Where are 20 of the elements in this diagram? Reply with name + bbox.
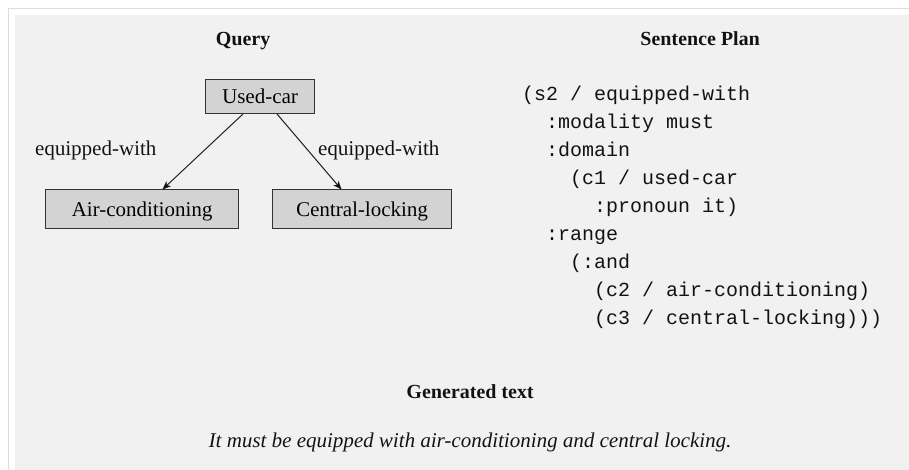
code-line: (c2 / air-conditioning) (594, 280, 870, 304)
code-line: :modality must (546, 112, 714, 136)
edge-label: equipped-with (318, 136, 440, 162)
code-line: (c1 / used-car (570, 168, 738, 192)
arrow (276, 114, 342, 190)
section-heading: Sentence Plan (640, 27, 760, 51)
generated-sentence: It must be equipped with air-conditioning and central locking. (208, 428, 732, 454)
concept-box: Central-locking (272, 189, 452, 229)
edge-label: equipped-with (35, 136, 156, 162)
code-line: :domain (546, 140, 630, 164)
code-line: :range (546, 224, 618, 248)
section-heading: Generated text (406, 380, 534, 404)
code-line: (:and (570, 252, 630, 276)
concept-box: Air-conditioning (45, 189, 239, 229)
section-heading: Query (216, 27, 270, 51)
arrow (162, 114, 244, 190)
code-line: :pronoun it) (594, 196, 738, 220)
concept-box: Used-car (205, 79, 315, 114)
code-line: (c3 / central-locking))) (594, 308, 882, 332)
code-line: (s2 / equipped-with (522, 84, 750, 108)
